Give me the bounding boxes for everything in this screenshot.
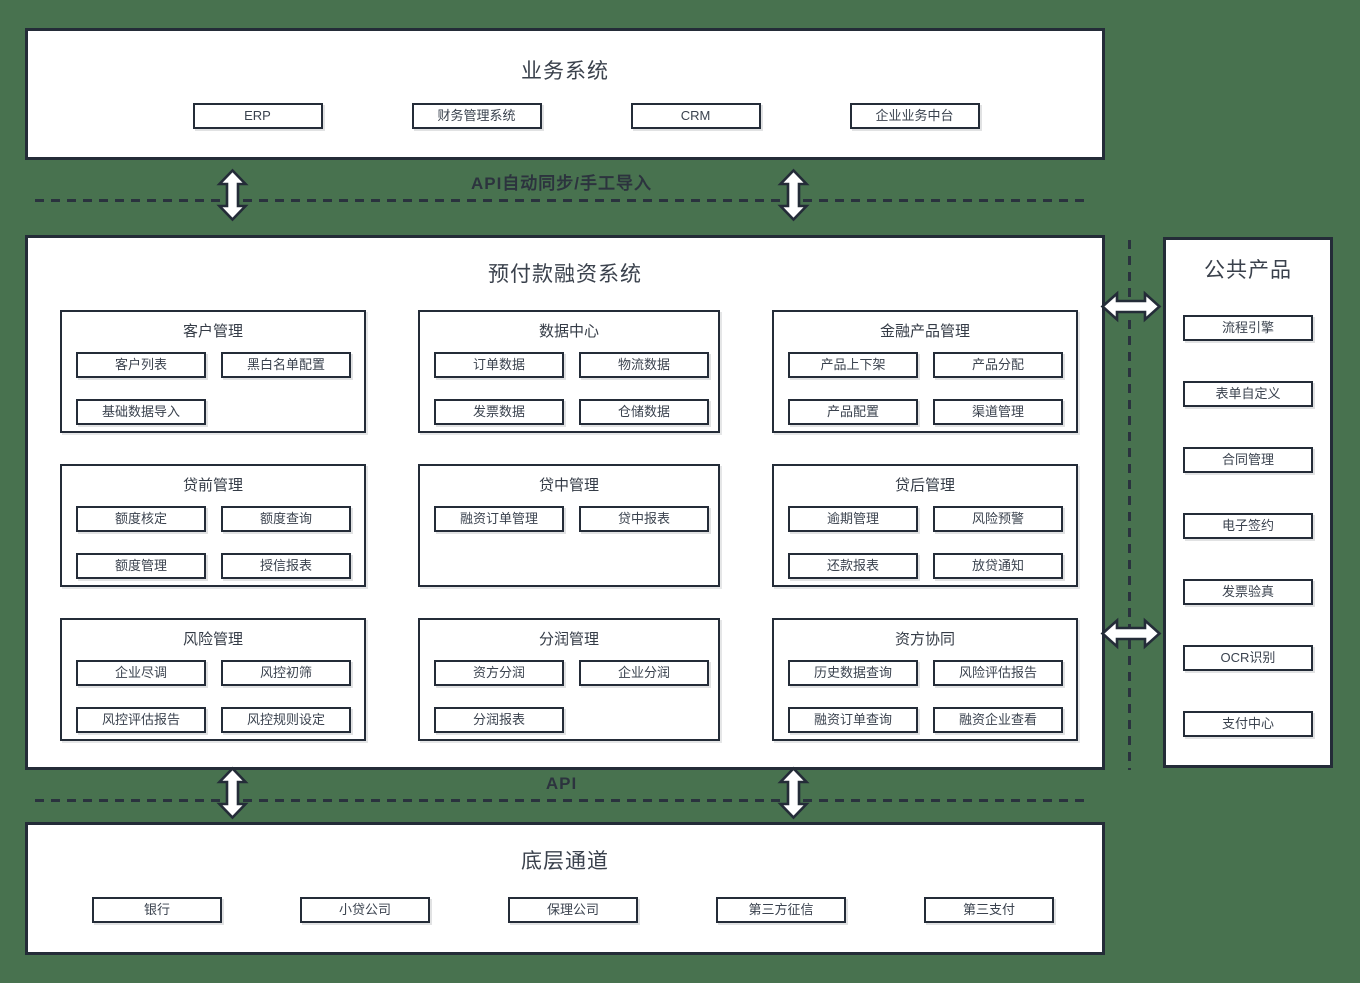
financing-system-title: 预付款融资系统 (488, 263, 642, 286)
module-item: 风控规则设定 (221, 707, 351, 733)
module-box: 贷后管理逾期管理风险预警还款报表放贷通知 (772, 464, 1078, 587)
shared-product-chip: 发票验真 (1183, 579, 1313, 605)
double-arrow-vertical-icon (216, 766, 249, 820)
module-item: 历史数据查询 (788, 660, 918, 686)
double-arrow-horizontal-icon (1100, 290, 1162, 323)
shared-product-chip: OCR识别 (1183, 645, 1313, 671)
module-item: 仓储数据 (579, 399, 709, 425)
module-box: 金融产品管理产品上下架产品分配产品配置渠道管理 (772, 310, 1078, 433)
module-items: 产品上下架产品分配产品配置渠道管理 (788, 352, 1063, 425)
module-item: 授信报表 (221, 553, 351, 579)
module-box: 数据中心订单数据物流数据发票数据仓储数据 (418, 310, 720, 433)
shared-product-chip: 表单自定义 (1183, 381, 1313, 407)
module-item: 风险评估报告 (933, 660, 1063, 686)
module-items: 历史数据查询风险评估报告融资订单查询融资企业查看 (788, 660, 1063, 733)
module-title: 贷中管理 (538, 477, 599, 494)
module-title: 金融产品管理 (879, 323, 970, 340)
module-item: 贷中报表 (579, 506, 709, 532)
module-item: 风控初筛 (221, 660, 351, 686)
module-title: 数据中心 (538, 323, 599, 340)
channel-chip: 银行 (92, 897, 222, 923)
module-item: 还款报表 (788, 553, 918, 579)
system-chip: CRM (630, 103, 761, 129)
module-item: 额度管理 (76, 553, 206, 579)
module-item: 风控评估报告 (76, 707, 206, 733)
financing-system-box: 预付款融资系统 客户管理客户列表黑白名单配置基础数据导入数据中心订单数据物流数据… (25, 235, 1105, 770)
module-title: 贷后管理 (894, 477, 955, 494)
module-items: 额度核定额度查询额度管理授信报表 (76, 506, 351, 579)
dashed-divider-right (1128, 240, 1131, 770)
double-arrow-vertical-icon (216, 168, 249, 222)
channel-chip: 保理公司 (508, 897, 638, 923)
module-item: 分润报表 (434, 707, 564, 733)
module-item: 逾期管理 (788, 506, 918, 532)
module-box: 资方协同历史数据查询风险评估报告融资订单查询融资企业查看 (772, 618, 1078, 741)
module-item: 放贷通知 (933, 553, 1063, 579)
module-title: 分润管理 (538, 631, 599, 648)
module-box: 贷中管理融资订单管理贷中报表 (418, 464, 720, 587)
module-item: 物流数据 (579, 352, 709, 378)
module-title: 资方协同 (894, 631, 955, 648)
module-items: 逾期管理风险预警还款报表放贷通知 (788, 506, 1063, 579)
business-systems-title: 业务系统 (521, 60, 609, 83)
double-arrow-vertical-icon (777, 766, 810, 820)
module-title: 客户管理 (182, 323, 243, 340)
module-items: 资方分润企业分润分润报表 (434, 660, 709, 733)
module-item: 融资订单管理 (434, 506, 564, 532)
module-item: 产品配置 (788, 399, 918, 425)
module-item: 额度核定 (76, 506, 206, 532)
shared-products-box: 公共产品 流程引擎表单自定义合同管理电子签约发票验真 OCR识别支付中心 (1163, 237, 1333, 768)
shared-product-chip: 合同管理 (1183, 447, 1313, 473)
module-items: 融资订单管理贷中报表 (434, 506, 709, 532)
system-chip: ERP (192, 103, 323, 129)
module-items: 客户列表黑白名单配置基础数据导入 (76, 352, 351, 425)
underlying-channels-items: 银行 小贷公司 保理公司 第三方征信 第三支付 (36, 897, 1110, 923)
module-item: 融资订单查询 (788, 707, 918, 733)
dashed-divider-top (35, 199, 1088, 202)
module-title: 贷前管理 (182, 477, 243, 494)
module-item: 基础数据导入 (76, 399, 206, 425)
shared-products-title: 公共产品 (1204, 259, 1292, 282)
module-item: 发票数据 (434, 399, 564, 425)
shared-product-chip: 电子签约 (1183, 513, 1313, 539)
shared-products-items: 流程引擎表单自定义合同管理电子签约发票验真 OCR识别支付中心 (1166, 315, 1330, 737)
module-item: 订单数据 (434, 352, 564, 378)
module-item: 产品上下架 (788, 352, 918, 378)
module-items: 订单数据物流数据发票数据仓储数据 (434, 352, 709, 425)
module-items: 企业尽调风控初筛风控评估报告风控规则设定 (76, 660, 351, 733)
module-box: 客户管理客户列表黑白名单配置基础数据导入 (60, 310, 366, 433)
shared-product-chip: 支付中心 (1183, 711, 1313, 737)
underlying-channels-title: 底层通道 (521, 850, 609, 873)
system-chip: 财务管理系统 (411, 103, 542, 129)
api-label: API (545, 774, 578, 793)
module-item: 融资企业查看 (933, 707, 1063, 733)
dashed-divider-bottom (35, 799, 1088, 802)
module-item: 产品分配 (933, 352, 1063, 378)
channel-chip: 小贷公司 (300, 897, 430, 923)
double-arrow-vertical-icon (777, 168, 810, 222)
module-item: 渠道管理 (933, 399, 1063, 425)
modules-grid: 客户管理客户列表黑白名单配置基础数据导入数据中心订单数据物流数据发票数据仓储数据… (60, 310, 1078, 741)
system-chip: 企业业务中台 (849, 103, 980, 129)
module-item: 黑白名单配置 (221, 352, 351, 378)
module-box: 风险管理企业尽调风控初筛风控评估报告风控规则设定 (60, 618, 366, 741)
channel-chip: 第三方征信 (716, 897, 846, 923)
module-title: 风险管理 (182, 631, 243, 648)
business-systems-items: ERP 财务管理系统 CRM 企业业务中台 (49, 103, 1123, 129)
double-arrow-horizontal-icon (1100, 617, 1162, 650)
module-item: 风险预警 (933, 506, 1063, 532)
module-box: 贷前管理额度核定额度查询额度管理授信报表 (60, 464, 366, 587)
business-systems-box: 业务系统 ERP 财务管理系统 CRM 企业业务中台 (25, 28, 1105, 160)
module-item: 企业尽调 (76, 660, 206, 686)
underlying-channels-box: 底层通道 银行 小贷公司 保理公司 第三方征信 第三支付 (25, 822, 1105, 955)
shared-product-chip: 流程引擎 (1183, 315, 1313, 341)
module-item: 企业分润 (579, 660, 709, 686)
api-sync-label: API自动同步/手工导入 (470, 174, 653, 193)
module-item: 资方分润 (434, 660, 564, 686)
module-box: 分润管理资方分润企业分润分润报表 (418, 618, 720, 741)
module-item: 额度查询 (221, 506, 351, 532)
module-item: 客户列表 (76, 352, 206, 378)
channel-chip: 第三支付 (924, 897, 1054, 923)
